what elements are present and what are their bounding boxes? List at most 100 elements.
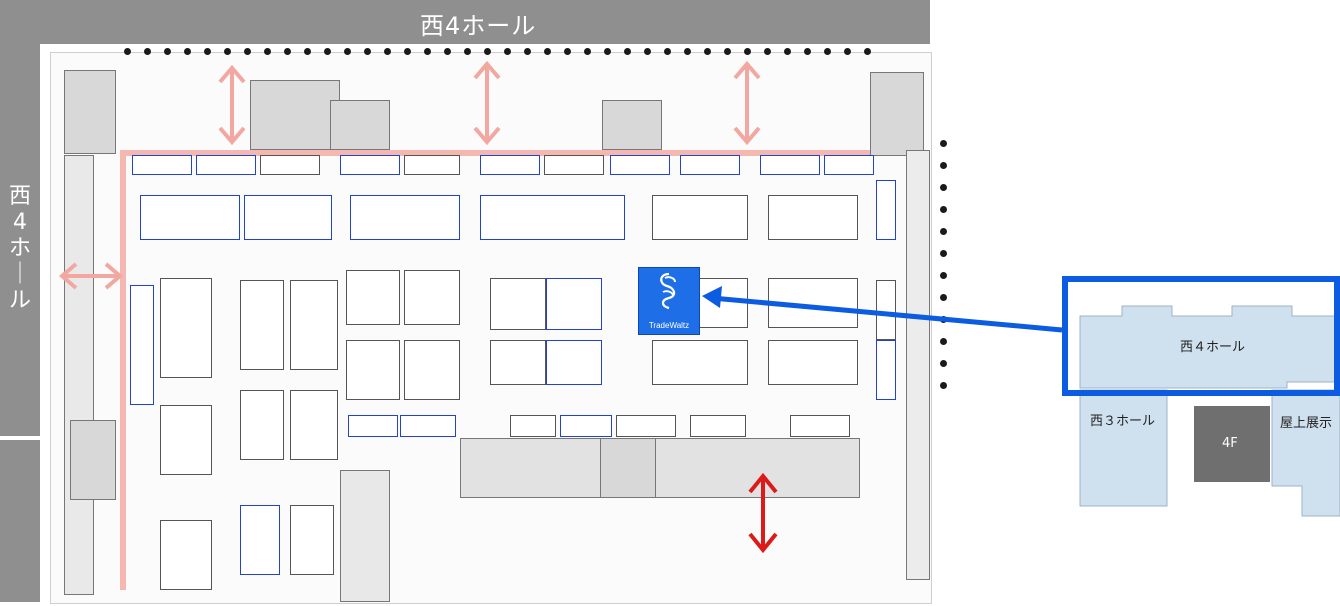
column-dot [940,272,947,279]
booth [560,415,612,437]
booth [160,405,212,475]
red-arrow [748,472,778,554]
column-dot [444,48,451,55]
column-dot [124,48,131,55]
booth [244,195,332,240]
column-dot [704,48,711,55]
booth [876,280,896,340]
booth [400,415,456,437]
column-dot [504,48,511,55]
core-n3 [602,100,662,150]
column-dot [940,338,947,345]
core-n2 [330,100,390,150]
left-aisle [64,155,94,595]
column-dot [484,48,491,55]
booth [546,340,602,385]
booth [240,505,280,575]
booth [346,270,400,325]
booth [346,340,400,400]
booth [510,415,556,437]
booth [140,195,240,240]
minimap-rooftop [1271,389,1340,517]
booth [876,340,896,400]
booth [196,155,256,175]
column-dot [544,48,551,55]
column-dot [524,48,531,55]
pointer-head [702,286,722,308]
mini-map-svg [1062,276,1340,517]
column-dot [864,48,871,55]
booth [340,155,400,175]
corridor-left [120,150,126,590]
column-dot [604,48,611,55]
column-dot [144,48,151,55]
minimap-west3-hall [1079,389,1168,507]
column-dot [624,48,631,55]
tradewaltz-booth-marker[interactable]: TradeWaltz [638,267,700,335]
column-dot [364,48,371,55]
booth [290,390,338,460]
column-dot [940,206,947,213]
minimap-west4-hall [1079,305,1340,389]
column-dot [724,48,731,55]
booth [490,340,546,385]
booth [652,340,748,385]
booth [480,155,540,175]
booth [404,155,460,175]
column-dot [424,48,431,55]
column-dot [184,48,191,55]
column-dot [940,382,947,389]
minimap-highlight-box [1062,276,1340,396]
column-dot [564,48,571,55]
booth [260,155,320,175]
column-dot [224,48,231,55]
core-south-stair [600,438,656,498]
core-sw-stairs [340,470,390,602]
booth [404,340,460,400]
core-ne [870,72,924,156]
column-dot [264,48,271,55]
booth [616,415,676,437]
column-dot [464,48,471,55]
booth [160,520,212,590]
minimap-4f-label: 4F [1222,436,1238,451]
column-dot [824,48,831,55]
arrow-vertical-3 [733,60,761,146]
hall-banner-top-text: 西4ホール [420,12,537,40]
booth [544,155,604,175]
tradewaltz-logo-icon [660,272,676,310]
booth [480,195,625,240]
column-dot [940,360,947,367]
column-dot [744,48,751,55]
arrow-vertical-2 [473,60,501,146]
booth [290,505,334,575]
column-dot [684,48,691,55]
column-dot [940,140,947,147]
column-dot [844,48,851,55]
arrow-vertical-1 [218,64,246,146]
column-dot [284,48,291,55]
column-dot [344,48,351,55]
booth [824,155,874,175]
pink-arrows [58,60,761,290]
column-dot [664,48,671,55]
booth [160,278,212,378]
booth [404,270,460,325]
booth [790,415,850,437]
column-dot [244,48,251,55]
booth [760,155,820,175]
hall-banner-top: 西4ホール [0,0,930,44]
booth [768,340,858,385]
minimap-4f-block [1194,406,1270,482]
core-south [460,438,860,498]
column-dot [940,294,947,301]
column-dot [324,48,331,55]
tradewaltz-label: TradeWaltz [648,321,690,330]
booth [290,280,338,370]
right-aisle [906,150,930,580]
booth [652,195,748,240]
booth [350,195,460,240]
